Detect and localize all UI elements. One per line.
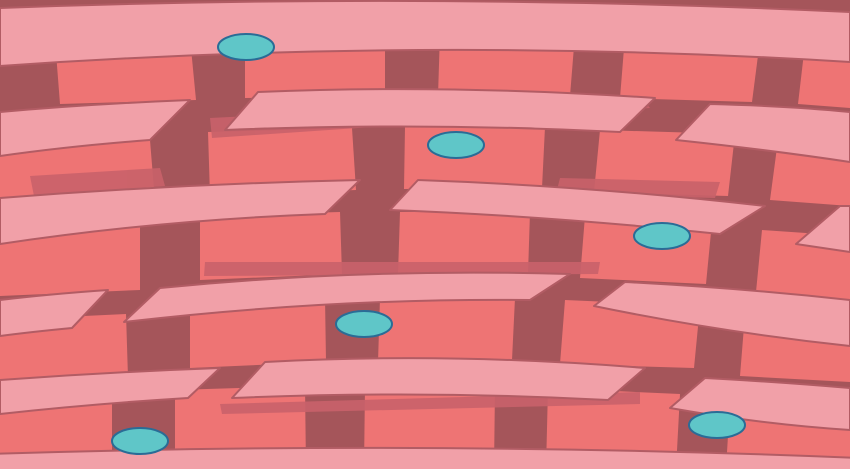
brick bbox=[0, 226, 140, 296]
teal-dot bbox=[427, 131, 485, 159]
strip bbox=[0, 289, 109, 337]
teal-dot bbox=[688, 411, 746, 439]
teal-dot bbox=[633, 222, 691, 250]
strip bbox=[0, 179, 361, 245]
brick bbox=[398, 212, 530, 274]
teal-dot bbox=[111, 427, 169, 455]
teal-dot bbox=[335, 310, 393, 338]
strip bbox=[123, 271, 571, 323]
brick bbox=[190, 298, 326, 368]
strip bbox=[0, 367, 221, 415]
strip bbox=[795, 205, 850, 253]
brick bbox=[594, 130, 735, 196]
teal-dot bbox=[217, 33, 275, 61]
strip bbox=[389, 179, 766, 235]
strip bbox=[0, 99, 191, 157]
dot-layer bbox=[111, 33, 746, 455]
brick bbox=[378, 298, 515, 362]
strip bbox=[224, 88, 656, 133]
brick bbox=[208, 128, 356, 196]
brick bbox=[546, 388, 680, 469]
strip bbox=[231, 357, 646, 401]
